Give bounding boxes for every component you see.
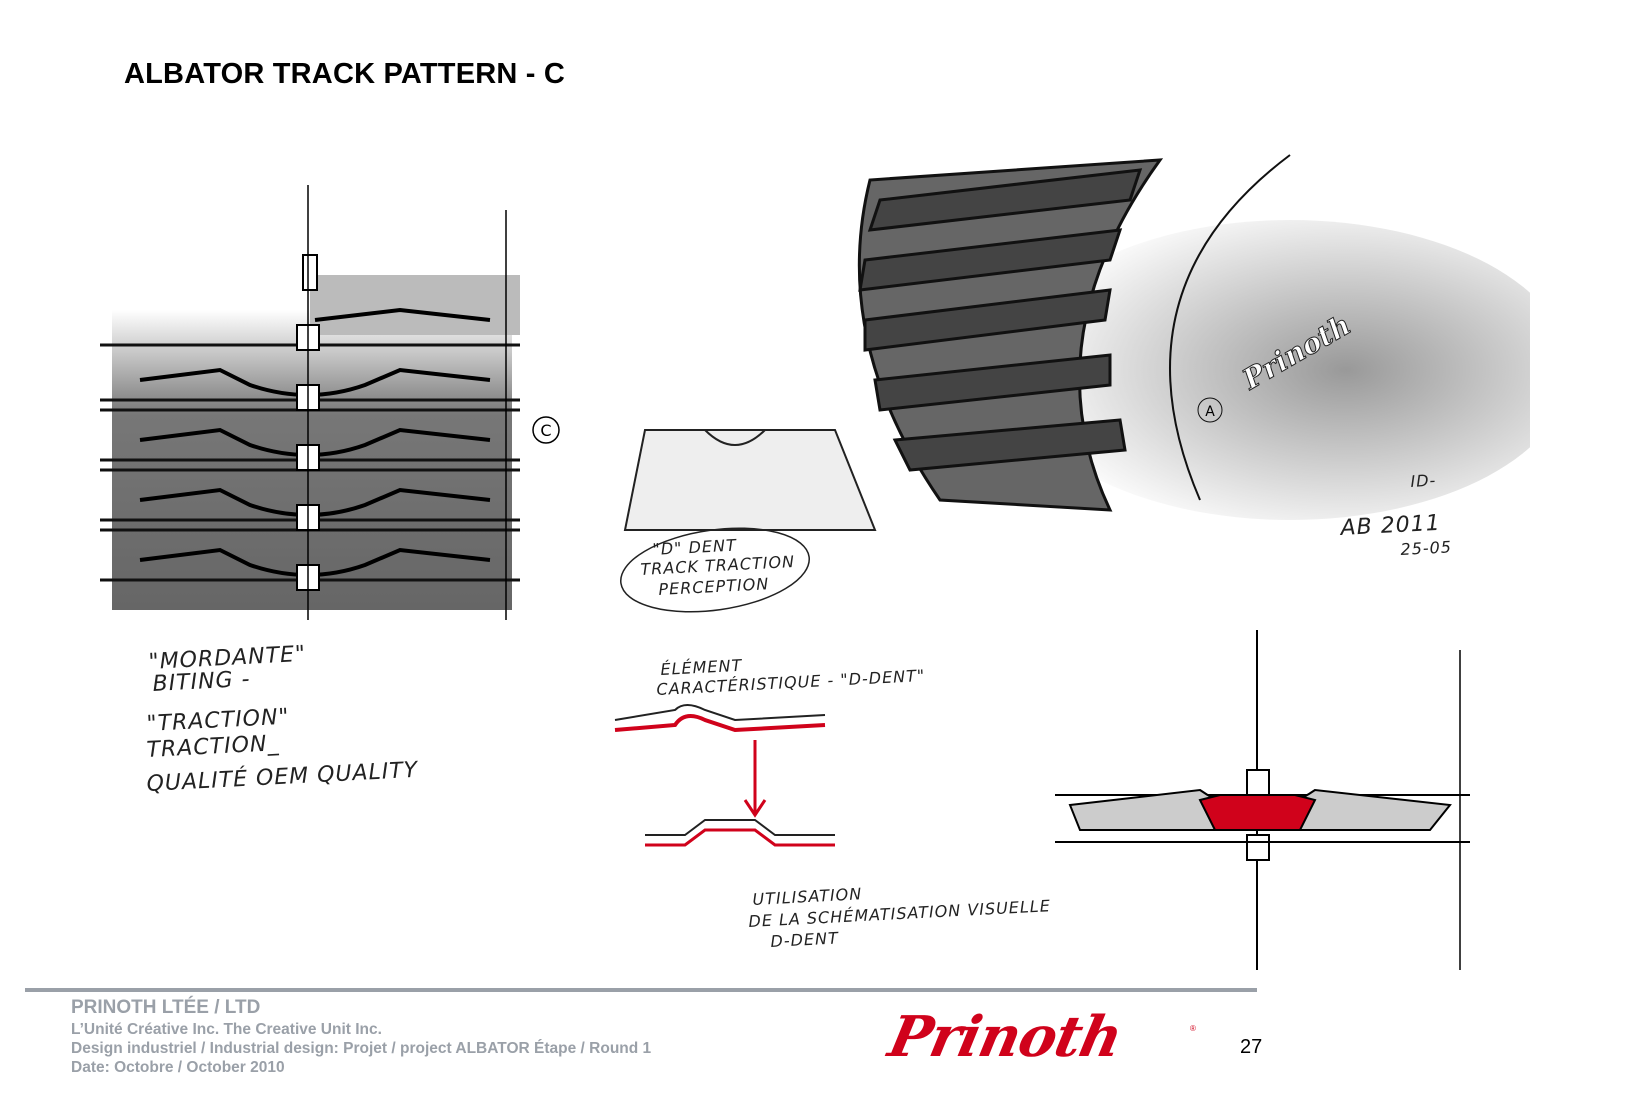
footer-divider [25,988,1257,992]
d-dent-detail-sketch [614,429,877,847]
annotation-biting: BITING - [152,666,252,697]
usage-line-1: UTILISATION [752,884,863,909]
signature-date: 25-05 [1400,537,1453,559]
track-drum-perspective-sketch: A Prinoth [857,154,1530,520]
d-dent-cross-section-sketch [1055,630,1470,970]
footer-company: PRINOTH LTÉE / LTD [71,997,261,1018]
footer-line-3: Date: Octobre / October 2010 [71,1059,285,1076]
signature: AB 2011 [1340,510,1442,541]
prinoth-logo: Prinoth [882,1004,1128,1070]
page-number: 27 [1240,1036,1263,1058]
id-mark: ID- [1410,470,1437,491]
track-pattern-plan-sketch: C [100,185,560,620]
usage-line-3: D-DENT [770,928,840,951]
pattern-label-c: C [540,421,551,440]
annotation-quality: QUALITÉ OEM QUALITY [146,757,419,797]
footer-line-1: L’Unité Créative Inc. The Creative Unit … [71,1021,382,1038]
registered-mark: ® [1190,1024,1196,1033]
drum-mark-a: A [1205,404,1215,420]
footer-line-2: Design industriel / Industrial design: P… [71,1040,652,1057]
page-title: ALBATOR TRACK PATTERN - C [124,58,566,90]
